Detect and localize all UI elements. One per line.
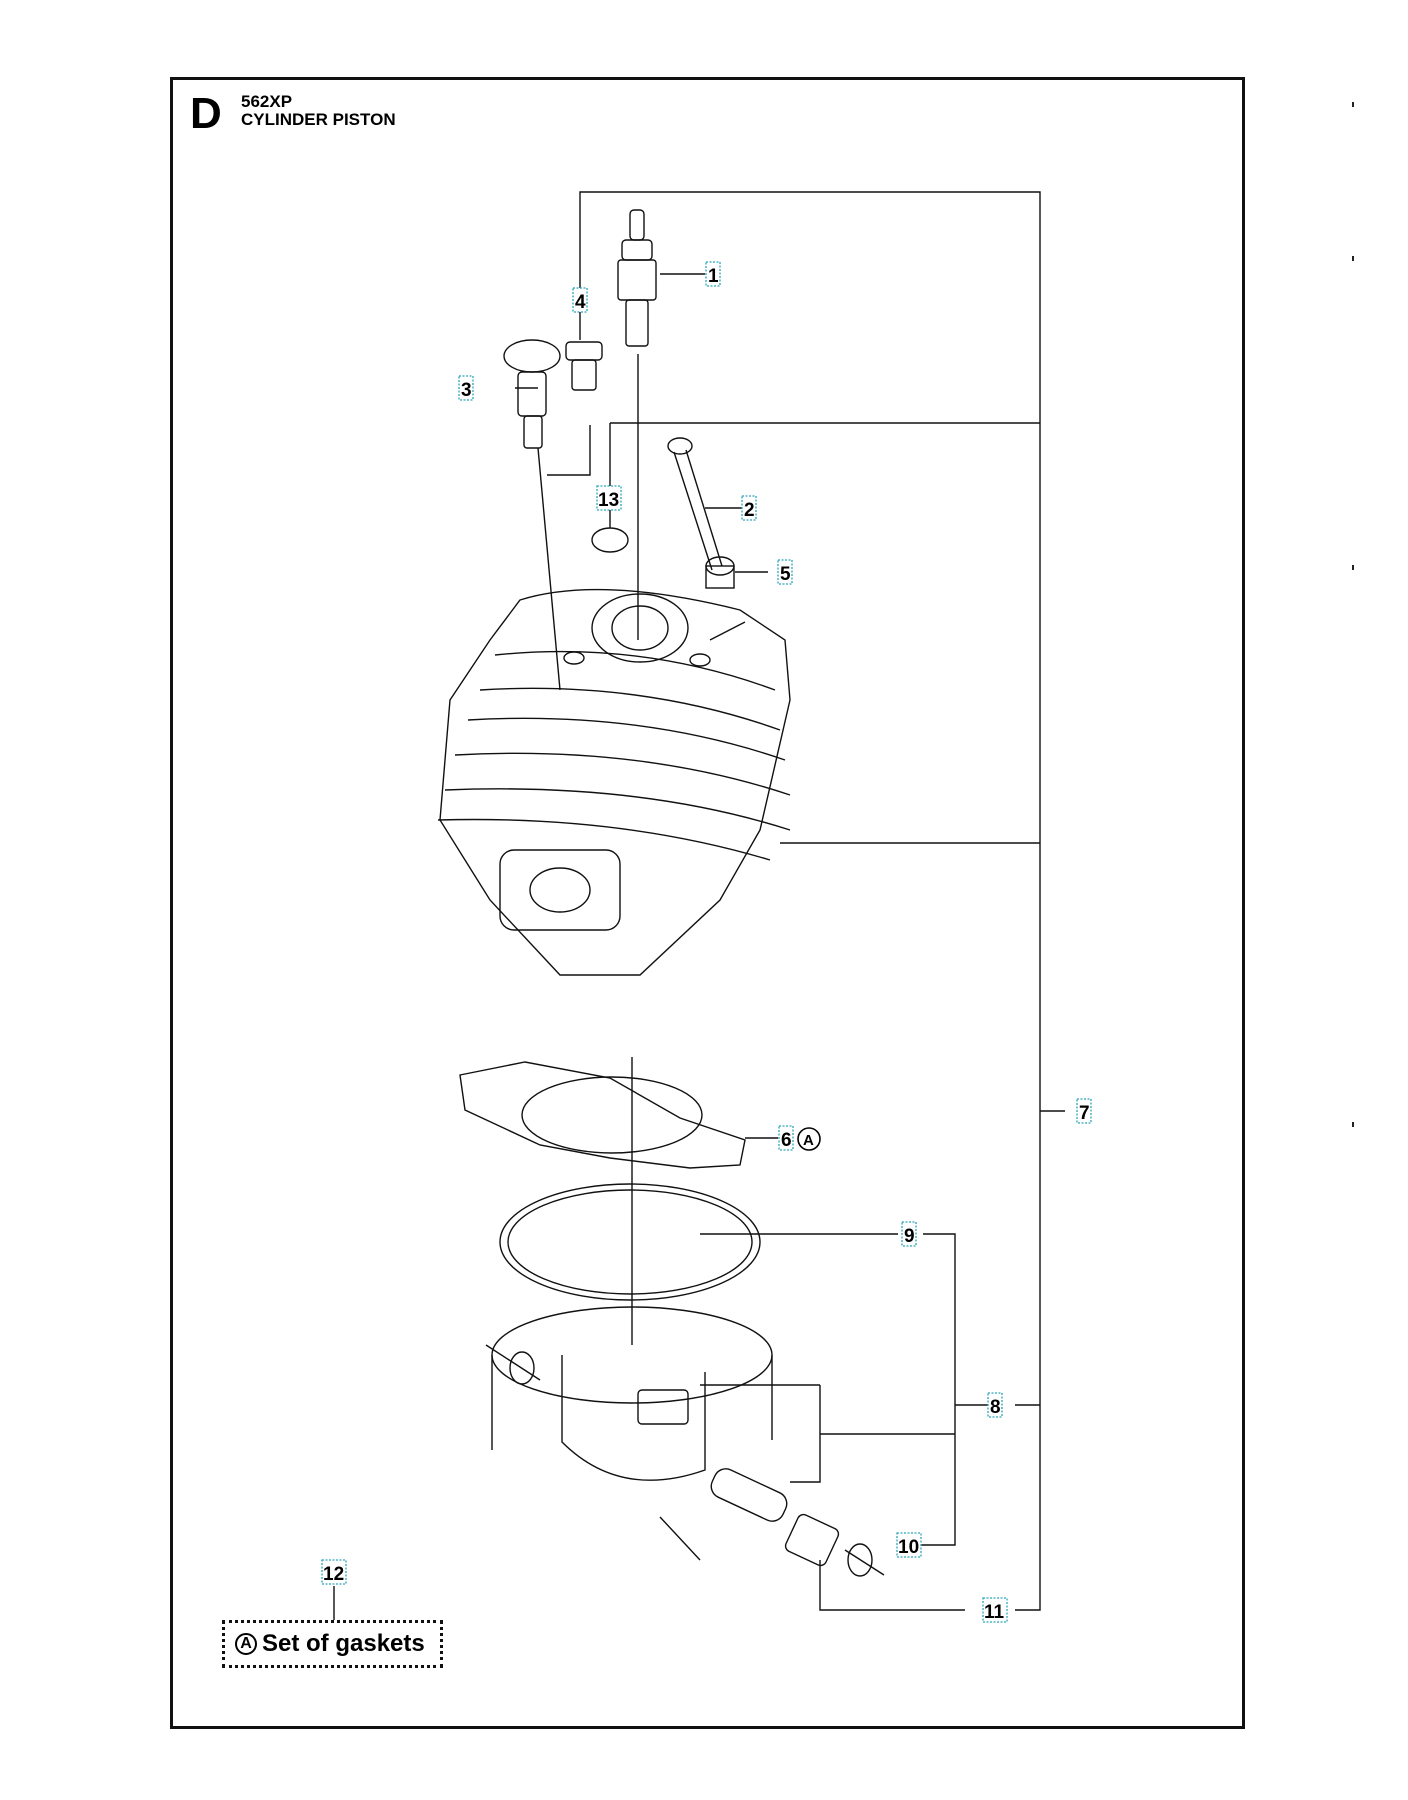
legend-box: A Set of gaskets [222,1620,443,1668]
callout-2: 2 [744,500,755,521]
callout-12: 12 [323,1564,344,1585]
callout-8: 8 [990,1397,1001,1418]
callout-5: 5 [780,564,791,585]
diagram-title: CYLINDER PISTON [241,110,396,129]
callout-9: 9 [904,1226,915,1247]
callout-13: 13 [598,490,619,511]
section-letter: D [190,89,222,138]
callout-3: 3 [461,380,472,401]
gasket-marker: A [803,1132,814,1149]
leader-line [579,191,1041,1611]
callout-1: 1 [708,266,719,287]
callout-6: 6 [781,1130,792,1151]
callout-10: 10 [898,1537,919,1558]
callout-7: 7 [1079,1103,1090,1124]
legend-marker: A [235,1633,257,1655]
callout-4: 4 [575,292,586,313]
legend-text: Set of gaskets [262,1630,425,1657]
diagram-frame [170,77,1245,1729]
callout-11: 11 [984,1602,1005,1623]
model-name: 562XP [241,92,293,111]
